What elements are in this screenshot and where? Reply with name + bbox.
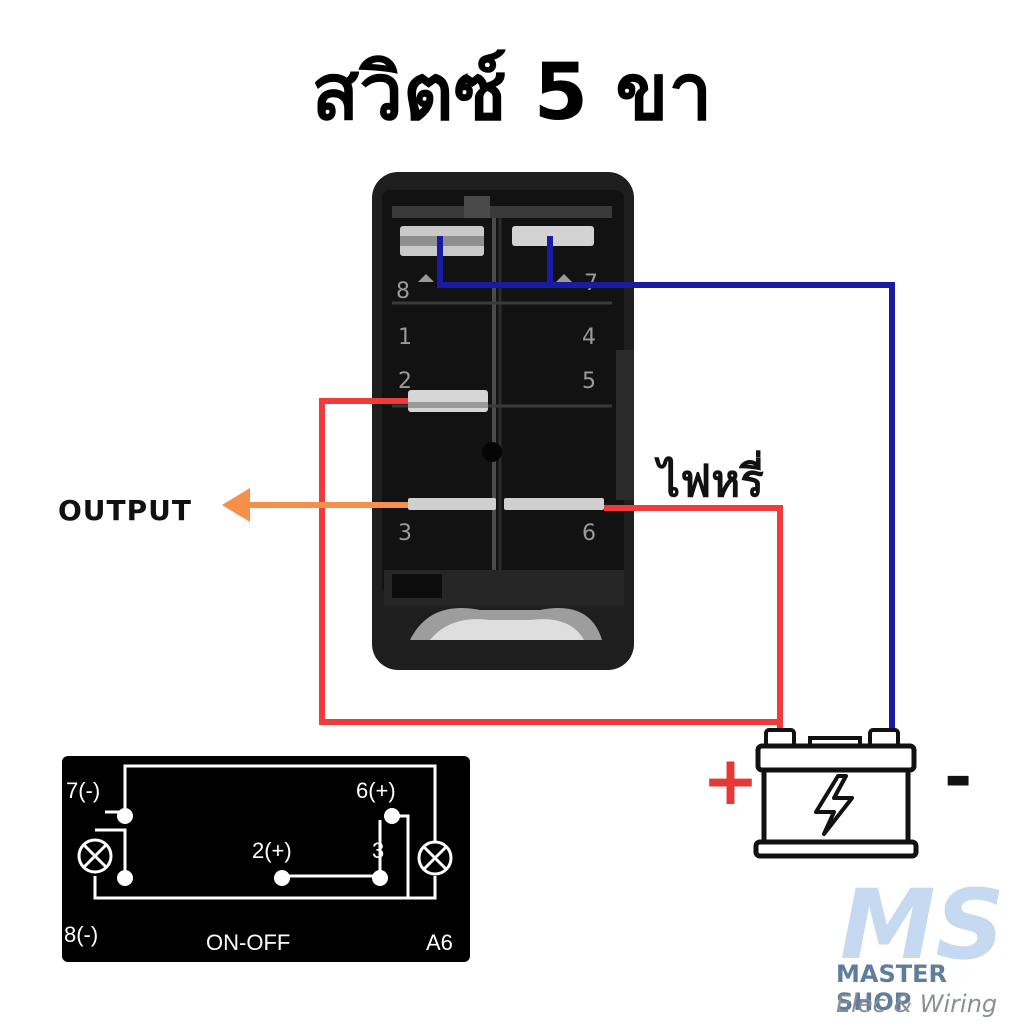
pin-label-1: 1 [398, 325, 412, 350]
pin-label-3: 3 [398, 521, 412, 546]
output-label: OUTPUT [58, 494, 192, 527]
arrow-icon [418, 274, 434, 282]
schematic-pin2: 2(+) [252, 838, 292, 863]
brand-logo: MS [840, 869, 1005, 981]
pin-label-4: 4 [582, 325, 596, 350]
switch-pivot [482, 442, 502, 462]
negative-wire [437, 236, 895, 730]
parking-light-label: ไฟหรี่ [658, 456, 764, 507]
schematic-pin6: 6(+) [356, 778, 396, 803]
battery-icon [753, 728, 919, 859]
brand-tagline: Elec & Wiring [836, 990, 998, 1018]
brand-name: MASTER SHOP [836, 960, 947, 1016]
schematic-plate: 7(-) 6(+) 2(+) 3 8(-) ON-OFF A6 [62, 756, 470, 962]
schematic-pin7: 7(-) [66, 778, 100, 803]
switch-face [382, 190, 624, 594]
switch-top-rim [392, 206, 612, 218]
rocker-switch: 8 7 1 4 2 5 3 6 [372, 172, 634, 670]
lightning-icon [814, 774, 854, 836]
schematic-model: A6 [426, 930, 453, 955]
light-wire [604, 505, 783, 722]
output-arrow [222, 488, 408, 522]
pin-label-5: 5 [582, 369, 596, 394]
terminal-2 [408, 390, 488, 412]
battery-plus-sign: + [702, 742, 759, 821]
battery-minus-sign: - [944, 738, 973, 817]
schematic-pin8: 8(-) [64, 922, 98, 947]
positive-wire [319, 398, 783, 730]
schematic-pin3: 3 [372, 838, 384, 863]
switch-side-ridge [616, 350, 634, 500]
page-title: สวิตซ์ 5 ขา [311, 48, 713, 138]
schematic-mode: ON-OFF [206, 930, 290, 955]
terminal-3 [408, 498, 496, 510]
pin-label-2: 2 [398, 369, 412, 394]
pin-label-6: 6 [582, 521, 596, 546]
arrow-icon [556, 274, 572, 282]
pin-label-8: 8 [396, 279, 410, 304]
terminal-6 [504, 498, 604, 510]
